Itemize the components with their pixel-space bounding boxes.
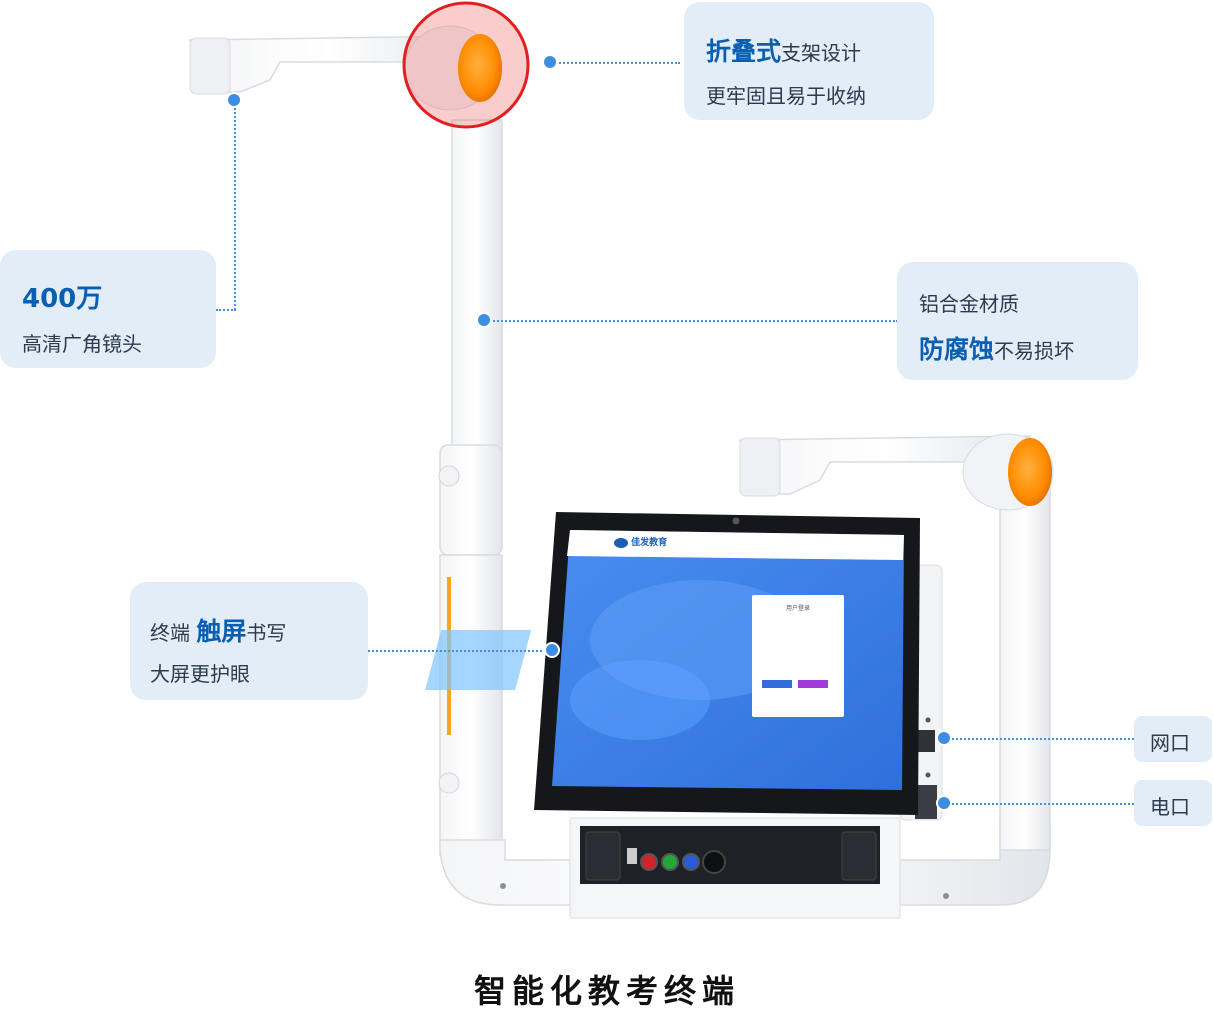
camera-dot	[228, 94, 240, 106]
camera-connector-h	[216, 309, 236, 311]
alloy-strong: 防腐蚀	[919, 335, 995, 364]
left-pole	[438, 119, 503, 856]
console	[569, 817, 901, 919]
screen-brand: 佳发教育	[614, 535, 667, 548]
fold-rest: 支架设计	[781, 41, 862, 65]
brand-name: 佳发教育	[631, 538, 668, 548]
touch-prefix: 终端	[150, 621, 197, 645]
fold-line2: 更牢固且易于收纳	[706, 84, 866, 108]
alloy-rest: 不易损坏	[994, 339, 1075, 363]
callout-network: 网口	[1134, 716, 1212, 762]
touch-rest: 书写	[246, 621, 287, 645]
touch-line2: 大屏更护眼	[150, 662, 250, 686]
right-folded-arm	[738, 433, 1054, 851]
fold-strong: 折叠式	[706, 37, 782, 66]
touch-dot	[546, 644, 558, 656]
callout-fold: 折叠式支架设计 更牢固且易于收纳	[684, 2, 934, 120]
alloy-line1: 铝合金材质	[919, 292, 1019, 316]
network-connector	[944, 738, 1134, 740]
callout-touch: 终端 触屏书写 大屏更护眼	[130, 582, 368, 700]
network-label: 网口	[1150, 731, 1190, 755]
touch-strong: 触屏	[196, 617, 247, 646]
page-title: 智能化教考终端	[473, 972, 740, 1010]
alloy-dot	[478, 314, 490, 326]
power-connector	[944, 803, 1134, 805]
callout-camera: 400万 高清广角镜头	[0, 250, 216, 368]
camera-connector-v	[234, 100, 236, 310]
fold-pivot	[402, 1, 530, 129]
login-title: 用户登录	[786, 605, 811, 612]
power-dot	[938, 797, 950, 809]
camera-line2: 高清广角镜头	[22, 332, 142, 356]
callout-alloy: 铝合金材质 防腐蚀不易损坏	[897, 262, 1138, 380]
fold-dot	[544, 56, 556, 68]
brand-logo-icon	[614, 537, 628, 548]
alloy-connector	[490, 320, 898, 322]
camera-strong: 400万	[22, 284, 103, 314]
callout-power: 电口	[1134, 780, 1212, 826]
power-label: 电口	[1150, 795, 1190, 819]
network-dot	[938, 732, 950, 744]
touchscreen	[425, 512, 920, 815]
fold-connector	[556, 62, 680, 64]
network-port	[917, 730, 935, 752]
power-port	[915, 785, 937, 819]
touch-connector	[368, 650, 554, 652]
